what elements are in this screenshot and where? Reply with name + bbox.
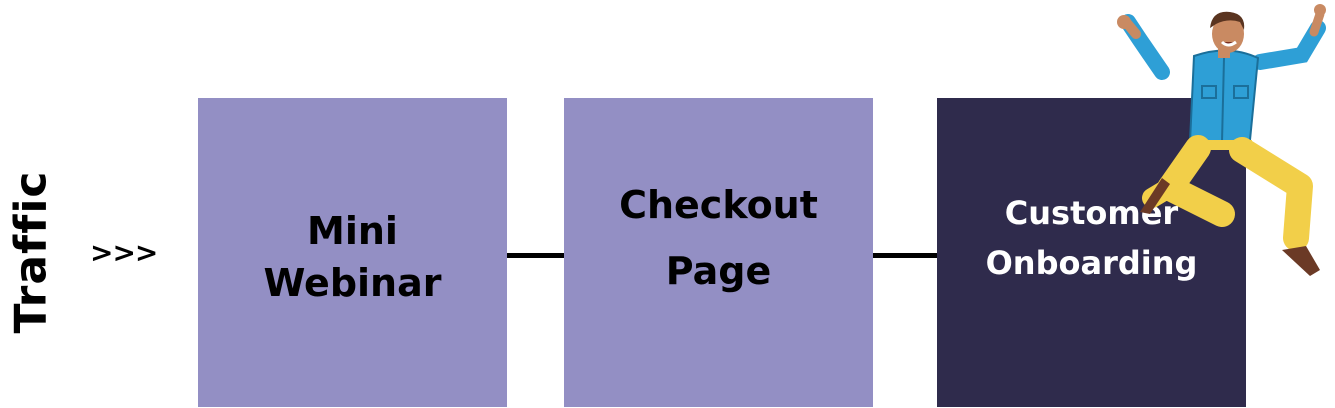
connector-line bbox=[873, 253, 937, 258]
stage-checkout-page: Checkout Page bbox=[564, 98, 873, 407]
stage-mini-webinar: Mini Webinar bbox=[198, 98, 507, 407]
stage-mini-webinar-line1: Mini bbox=[307, 208, 398, 253]
jumping-man-icon bbox=[1117, 4, 1326, 276]
connector-line bbox=[507, 253, 564, 258]
traffic-label: Traffic bbox=[5, 170, 57, 334]
stage-customer-onboarding-line2: Onboarding bbox=[985, 243, 1198, 282]
stage-checkout-page-line1: Checkout bbox=[619, 182, 818, 227]
stage-checkout-page-line2: Page bbox=[665, 248, 772, 293]
stage-mini-webinar-line2: Webinar bbox=[263, 260, 442, 305]
traffic-arrows: >>> bbox=[90, 236, 158, 269]
